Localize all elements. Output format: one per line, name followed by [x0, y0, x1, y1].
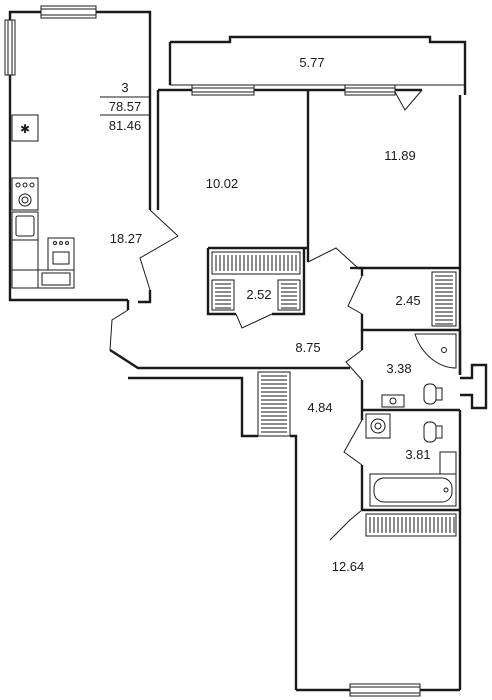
window-top-kitchen — [40, 5, 97, 19]
hall-walls — [109, 300, 364, 690]
room-area-balcony: 5.77 — [299, 55, 324, 70]
closet-2 — [360, 268, 460, 332]
bedroom-3-door[interactable] — [329, 509, 363, 541]
room-area-closet-1: 2.52 — [246, 287, 271, 302]
apartment-summary: 3 78.57 81.46 — [100, 80, 150, 133]
window-bedroom-1 — [191, 84, 255, 96]
rooms-count: 3 — [121, 80, 128, 95]
room-area-bedroom-3: 12.64 — [332, 559, 365, 574]
toilet — [365, 410, 462, 510]
svg-text:✱: ✱ — [20, 122, 30, 136]
living-area: 78.57 — [109, 99, 142, 114]
room-area-bedroom-1: 10.02 — [206, 176, 239, 191]
room-area-closet-2: 2.45 — [395, 293, 420, 308]
bedroom-walls — [156, 88, 462, 375]
total-area: 81.46 — [109, 118, 142, 133]
bathroom — [360, 330, 462, 412]
entrance-door[interactable] — [109, 309, 129, 351]
room-area-bedroom-2: 11.89 — [384, 148, 416, 163]
room-area-corridor: 4.84 — [307, 400, 332, 415]
balcony-door[interactable] — [394, 89, 423, 111]
wardrobe-hatching — [215, 255, 455, 533]
room-area-toilet: 3.81 — [405, 447, 430, 462]
room-area-kitchen-living: 18.27 — [110, 231, 143, 246]
window-bedroom-2 — [344, 84, 396, 96]
kitchen-door[interactable] — [139, 209, 179, 291]
kitchen-fixtures: ✱ — [11, 114, 75, 289]
riser — [460, 363, 488, 410]
toilet-door[interactable] — [343, 419, 363, 466]
bedroom-2-door[interactable] — [307, 247, 362, 270]
window-left-kitchen — [4, 19, 16, 76]
room-area-hall: 8.75 — [295, 340, 320, 355]
closet-2-door[interactable] — [347, 275, 363, 315]
room-area-bathroom: 3.38 — [386, 361, 411, 376]
kitchen-living-walls — [8, 10, 152, 304]
bathroom-door[interactable] — [345, 349, 363, 381]
bedroom-3 — [296, 508, 462, 697]
closet-1-doors[interactable] — [235, 313, 273, 329]
